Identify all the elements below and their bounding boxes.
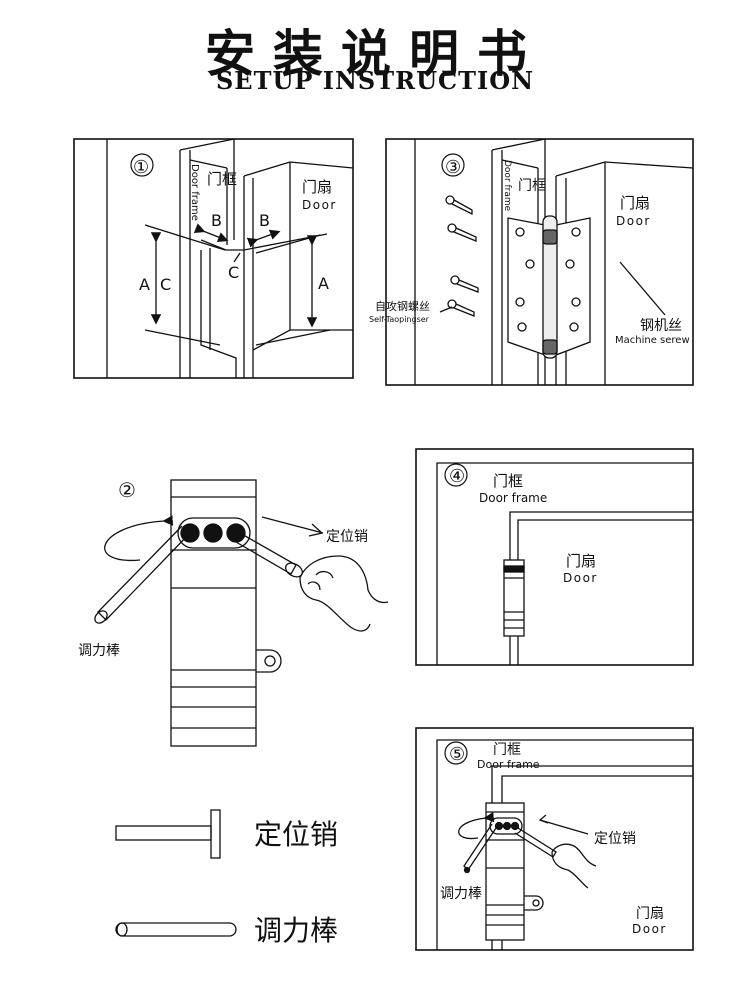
step5-rod-label: 调力棒 bbox=[440, 886, 482, 902]
step5-door-frame-en: Door frame bbox=[477, 758, 540, 771]
step4-door-frame-cn: 门框 bbox=[493, 472, 523, 490]
step1-label-c-left: C bbox=[160, 275, 171, 294]
machine-screw-label-cn: 钢机丝 bbox=[640, 318, 682, 334]
step1-label-c-gap: C bbox=[228, 263, 239, 282]
step4-door-frame-en: Door frame bbox=[479, 491, 547, 505]
step3-door-en: Door bbox=[616, 214, 651, 228]
step2-rod-label: 调力棒 bbox=[78, 643, 120, 659]
step4-door-cn: 门扇 bbox=[566, 552, 596, 570]
page-subtitle: SETUP INSTRUCTION bbox=[215, 66, 535, 95]
self-tapping-screw-label-en: Self-Taopingser bbox=[369, 315, 430, 324]
step1-label-b-right: B bbox=[259, 211, 270, 230]
step1-number: ① bbox=[133, 157, 149, 178]
step5-panel bbox=[415, 727, 694, 951]
step1-label-a-right: A bbox=[318, 274, 329, 293]
step3-panel bbox=[385, 138, 694, 386]
self-tapping-screw-icon bbox=[445, 195, 479, 317]
step5-door-cn: 门扇 bbox=[636, 906, 664, 922]
hand-icon bbox=[299, 555, 389, 632]
step1-door-frame-cn: 门框 bbox=[207, 170, 237, 188]
legend-pin-icon bbox=[115, 809, 221, 859]
step2-pin-label: 定位销 bbox=[326, 529, 368, 545]
step3-number: ③ bbox=[445, 157, 461, 178]
step1-door-frame-en: Door frame bbox=[189, 164, 200, 221]
step1-label-a-left: A bbox=[139, 275, 150, 294]
step3-door-cn: 门扇 bbox=[620, 194, 650, 212]
step2-number: ② bbox=[118, 478, 136, 502]
step1-door-cn: 门扇 bbox=[302, 178, 332, 196]
step3-door-frame-en: Door frame bbox=[502, 160, 512, 212]
legend-rod-label: 调力棒 bbox=[254, 914, 338, 947]
step3-door-frame-cn: 门框 bbox=[518, 178, 546, 194]
step1-panel bbox=[73, 138, 354, 379]
step4-panel bbox=[415, 448, 694, 666]
step1-door-en: Door bbox=[302, 198, 337, 212]
legend-rod-icon bbox=[115, 922, 237, 937]
machine-screw-label-en: Machine serew bbox=[615, 335, 690, 346]
step4-door-en: Door bbox=[563, 571, 598, 585]
step5-pin-label: 定位销 bbox=[594, 831, 636, 847]
self-tapping-screw-label-cn: 自攻钢螺丝 bbox=[375, 299, 430, 313]
legend-pin-label: 定位销 bbox=[254, 818, 338, 851]
step1-label-b-left: B bbox=[211, 211, 222, 230]
step5-number: ⑤ bbox=[449, 744, 465, 765]
step4-number: ④ bbox=[449, 466, 465, 487]
step5-door-frame-cn: 门框 bbox=[493, 742, 521, 758]
page-title: 安装说明书 bbox=[205, 24, 545, 83]
step5-door-en: Door bbox=[632, 922, 667, 936]
step2-panel: ② bbox=[94, 478, 389, 747]
hinge-icon bbox=[507, 215, 591, 359]
